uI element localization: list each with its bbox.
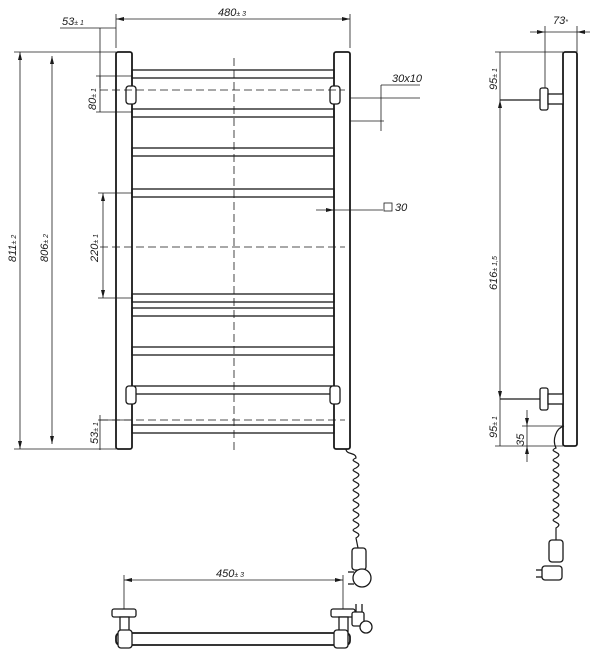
- top-plug-icon: [351, 604, 373, 634]
- right-post: [333, 51, 351, 450]
- dim-post-square: 30: [395, 202, 408, 214]
- dim-mount-spacing: 616± 1,5: [488, 256, 500, 290]
- dim-depth: 73*: [553, 15, 568, 27]
- bar-set: [131, 69, 335, 434]
- bracket-top-left: [125, 85, 137, 105]
- front-view: 480± 3 53± 1 80± 1 30x10 220± 1 30: [7, 7, 423, 588]
- dim-group-pitch: 220± 1: [89, 234, 101, 263]
- bracket-bottom-left: [125, 385, 137, 405]
- dim-total-height: 811± 2: [7, 235, 19, 262]
- dim-bottom-mount: 95± 1: [488, 416, 500, 438]
- side-post: [562, 51, 578, 447]
- dim-offset-bottom: 53± 1: [89, 422, 101, 444]
- side-plug-icon: [536, 539, 564, 581]
- bar: [131, 108, 335, 118]
- bar: [131, 293, 335, 303]
- bar: [131, 424, 335, 434]
- bracket-top-right: [329, 85, 341, 105]
- side-power-cable: [552, 425, 565, 540]
- dim-bar-pitch: 80± 1: [87, 88, 99, 110]
- plug-icon: [348, 547, 372, 588]
- dim-cable-outlet: 35: [515, 433, 527, 446]
- bar: [131, 346, 335, 356]
- side-view: 73* 95± 1 616± 1,5 95± 1 35: [488, 15, 590, 581]
- dim-bar-profile: 30x10: [392, 73, 423, 85]
- bar: [131, 69, 335, 79]
- wall-mount-bottom: [539, 387, 549, 411]
- square-symbol: [383, 202, 393, 212]
- dim-mount-width: 450± 3: [216, 568, 244, 580]
- dim-width-top: 480± 3: [218, 7, 246, 19]
- wall-mount-top: [539, 87, 549, 111]
- dim-offset-top: 53± 1: [62, 16, 84, 28]
- top-rail: [115, 632, 351, 646]
- left-post: [115, 51, 133, 450]
- power-cable-coil: [345, 448, 360, 549]
- dim-post-height: 806± 2: [39, 234, 51, 262]
- top-view: 450± 3: [111, 568, 373, 649]
- bar: [131, 307, 335, 317]
- bar: [131, 385, 335, 395]
- bar: [131, 188, 335, 198]
- wall-plate-left: [111, 608, 137, 618]
- bar: [131, 147, 335, 157]
- dim-top-mount: 95± 1: [488, 68, 500, 90]
- bracket-bottom-right: [329, 385, 341, 405]
